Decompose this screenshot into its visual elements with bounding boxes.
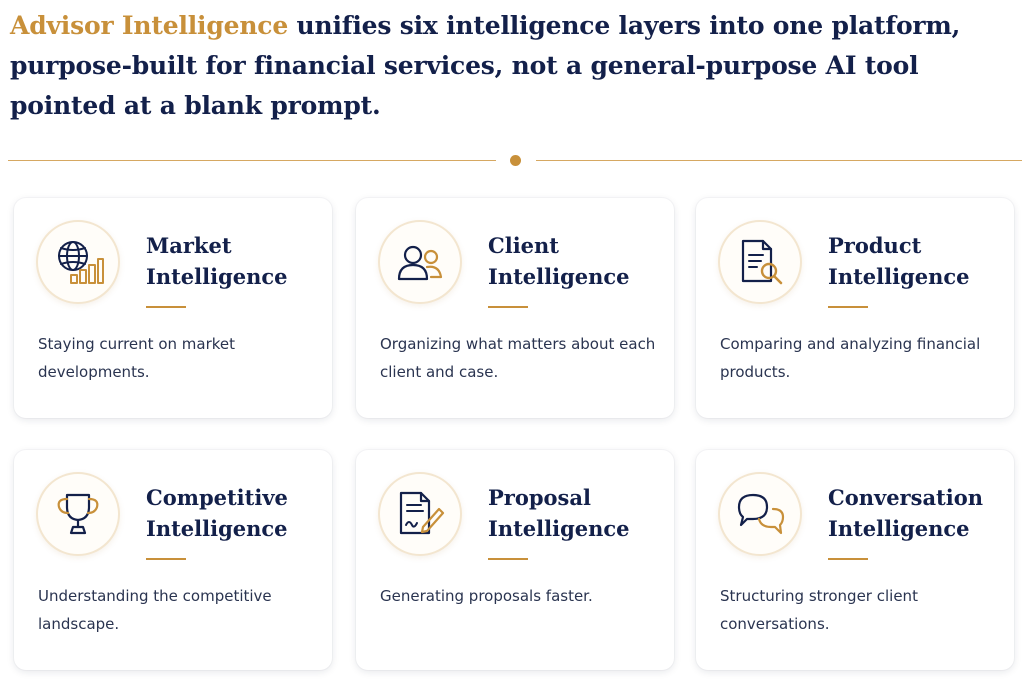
card-title-line2: Intelligence [146,516,288,541]
card-title: Conversation Intelligence [828,482,1008,544]
title-rule [828,558,868,560]
divider-left [8,160,496,161]
headline: Advisor Intelligence unifies six intelli… [10,6,1010,126]
card-title-line1: Market [146,233,232,258]
card-competitive-intelligence: Competitive Intelligence Understanding t… [14,450,332,670]
chat-bubbles-icon [737,493,785,535]
icon-badge [36,472,120,556]
card-title-line2: Intelligence [828,264,970,289]
title-rule [146,558,186,560]
trophy-icon [57,493,99,535]
document-search-icon [741,239,783,285]
icon-badge [718,220,802,304]
card-client-intelligence: Client Intelligence Organizing what matt… [356,198,674,418]
card-title: Proposal Intelligence [488,482,668,544]
card-description: Staying current on market developments. [38,335,235,381]
card-market-intelligence: Market Intelligence Staying current on m… [14,198,332,418]
card-title-line2: Intelligence [146,264,288,289]
card-title-line1: Product [828,233,922,258]
card-title-line2: Intelligence [488,264,630,289]
card-title-line1: Conversation [828,485,983,510]
card-description: Comparing and analyzing financial produc… [720,335,981,381]
card-title-line1: Competitive [146,485,288,510]
headline-text: unifies six intelligence layers into one… [10,11,961,120]
card-description: Organizing what matters about each clien… [380,335,656,381]
divider-right [536,160,1022,161]
icon-badge [718,472,802,556]
card-title: Client Intelligence [488,230,668,292]
card-title-line1: Proposal [488,485,591,510]
card-description: Structuring stronger client conversation… [720,587,918,633]
card-title: Product Intelligence [828,230,1008,292]
title-rule [146,306,186,308]
title-rule [828,306,868,308]
card-title-line2: Intelligence [488,516,630,541]
card-description: Understanding the competitive landscape. [38,587,272,633]
card-proposal-intelligence: Proposal Intelligence Generating proposa… [356,450,674,670]
divider-dot [510,155,521,166]
card-title-line2: Intelligence [828,516,970,541]
card-title-line1: Client [488,233,559,258]
icon-badge [378,220,462,304]
card-conversation-intelligence: Conversation Intelligence Structuring st… [696,450,1014,670]
globe-chart-icon [58,241,104,284]
document-pen-icon [399,491,445,535]
users-icon [397,245,443,281]
card-product-intelligence: Product Intelligence Comparing and analy… [696,198,1014,418]
icon-badge [378,472,462,556]
icon-badge [36,220,120,304]
card-title: Competitive Intelligence [146,482,326,544]
card-title: Market Intelligence [146,230,326,292]
title-rule [488,558,528,560]
card-description: Generating proposals faster. [380,587,593,605]
title-rule [488,306,528,308]
headline-accent: Advisor Intelligence [10,11,289,40]
